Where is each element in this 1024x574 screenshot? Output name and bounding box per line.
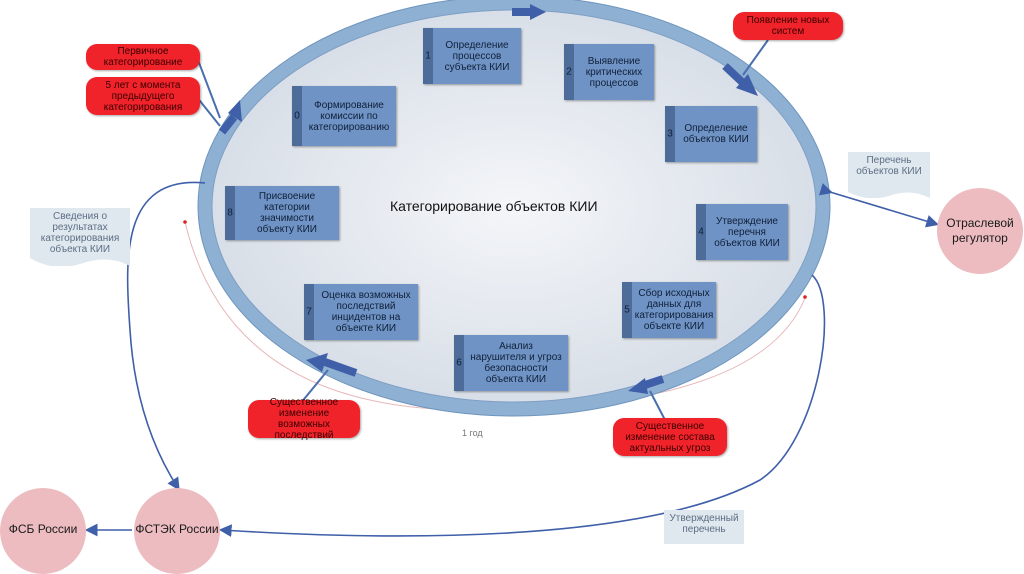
doc-objects-list[interactable]: Перечень объектов КИИ (848, 152, 930, 198)
period-label: 1 год (462, 428, 483, 438)
ring-arrow-heads (228, 4, 758, 394)
step-box-4[interactable]: 4 Утверждение перечня объектов КИИ (696, 204, 788, 260)
doc-shape-objects-list (848, 152, 930, 198)
fstek-circle[interactable]: ФСТЭК России (134, 488, 220, 574)
step-box-1[interactable]: 1 Определение процессов субъекта КИИ (423, 28, 521, 84)
regulator-link (818, 183, 940, 228)
doc-shape-results (30, 208, 130, 266)
step-label-3: Определение объектов КИИ (683, 123, 749, 145)
doc-results[interactable]: Сведения о результатах категорирования о… (30, 208, 130, 266)
step-label-0: Формирование комиссии по категорированию (308, 99, 390, 133)
fsb-circle[interactable]: ФСБ России (0, 488, 86, 574)
step-number-8: 8 (227, 207, 233, 219)
step-number-1: 1 (425, 50, 431, 62)
doc-results-label: Сведения о результатах категорирования о… (40, 211, 120, 255)
trigger-threat-change[interactable]: Существенное изменение состава актуальны… (613, 418, 727, 456)
step-box-8[interactable]: 8 Присвоение категории значимости объект… (225, 186, 339, 240)
step-number-4: 4 (698, 226, 704, 238)
step-box-5[interactable]: 5 Сбор исходных данных для категорирован… (622, 282, 716, 338)
connector-consequence-change (299, 369, 329, 405)
step-box-7[interactable]: 7 Оценка возможных последствий инциденто… (304, 284, 418, 340)
trigger-new-systems[interactable]: Появление новых систем (733, 12, 843, 40)
step-box-0[interactable]: 0 Формирование комиссии по категорирован… (292, 86, 396, 146)
doc-shape-approved-list (664, 510, 744, 544)
approved-list-flow (218, 274, 826, 537)
step-label-2: Выявление критических процессов (585, 55, 643, 89)
diagram-title: Категорирование объектов КИИ (390, 198, 598, 214)
step-label-4: Утверждение перечня объектов КИИ (714, 215, 780, 249)
trigger-five-years[interactable]: 5 лет с момента предыдущего категорирова… (86, 77, 200, 115)
year-arc-end-dot (803, 295, 807, 299)
step-box-6[interactable]: 6 Анализ нарушителя и угроз безопасности… (454, 335, 568, 391)
doc-approved-list[interactable]: Утвержденный перечень (664, 510, 744, 544)
connector-five-years (195, 95, 221, 127)
results-flow (126, 181, 206, 491)
step-label-7: Оценка возможных последствий инцидентов … (321, 290, 411, 334)
year-arc-start-dot (183, 220, 187, 224)
step-label-6: Анализ нарушителя и угроз безопасности о… (470, 341, 562, 385)
doc-approved-list-label: Утвержденный перечень (669, 513, 739, 535)
step-box-3[interactable]: 3 Определение объектов КИИ (665, 106, 757, 162)
connector-new-systems (742, 39, 769, 76)
step-number-5: 5 (624, 304, 630, 316)
step-number-7: 7 (306, 306, 312, 318)
step-number-0: 0 (294, 110, 300, 122)
trigger-primary-categorization[interactable]: Первичное категорирование (86, 44, 200, 70)
connector-threat-change (649, 390, 666, 421)
step-box-2[interactable]: 2 Выявление критических процессов (564, 44, 654, 100)
step-number-6: 6 (456, 357, 462, 369)
step-label-8: Присвоение категории значимости объекту … (257, 191, 317, 235)
doc-objects-list-label: Перечень объектов КИИ (856, 155, 922, 177)
regulator-circle[interactable]: Отраслевой регулятор (937, 188, 1023, 274)
step-number-2: 2 (566, 66, 572, 78)
step-number-3: 3 (667, 128, 673, 140)
connector-primary (197, 59, 221, 119)
trigger-consequence-change[interactable]: Существенное изменение возможных последс… (248, 397, 360, 441)
step-label-1: Определение процессов субъекта КИИ (444, 39, 510, 73)
step-label-5: Сбор исходных данных для категорирования… (634, 288, 714, 332)
